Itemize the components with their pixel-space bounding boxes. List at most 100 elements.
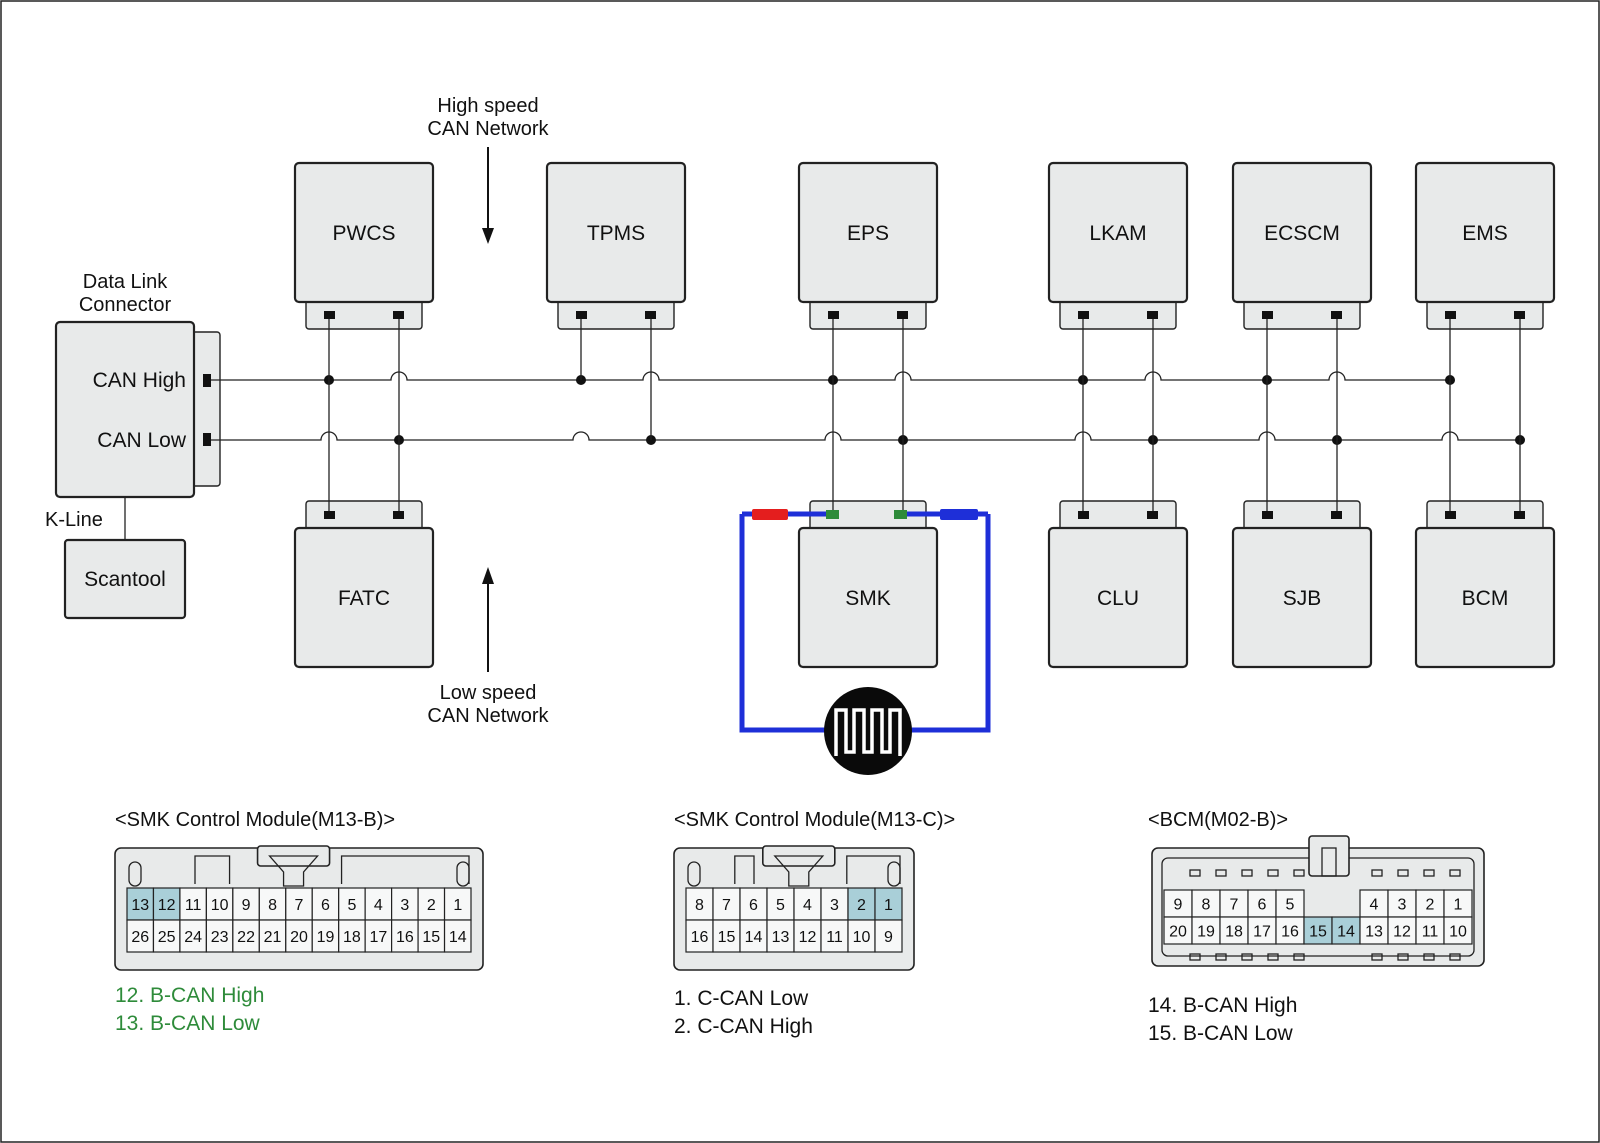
connector-pin-number: 12 xyxy=(158,897,176,914)
connector-pin-number: 14 xyxy=(745,929,763,946)
module-connector-tab xyxy=(1243,299,1361,330)
connector-terminal-top xyxy=(1293,869,1305,877)
module-connector-tab xyxy=(557,299,675,330)
connector-pin-number: 17 xyxy=(369,929,387,946)
connector-pin-number: 12 xyxy=(1393,924,1411,941)
connector-pin-number: 20 xyxy=(1169,924,1187,941)
connector-pin-number: 15 xyxy=(718,929,736,946)
connector-pin-cell xyxy=(391,919,419,953)
connector-terminal-top xyxy=(1423,869,1435,877)
low-speed-label-line-1: Low speed xyxy=(440,682,537,704)
dlc-title-line-1: Data Link xyxy=(83,271,168,293)
connector-legend-line: 13. B-CAN Low xyxy=(115,1012,261,1035)
module-ems: EMS xyxy=(1414,161,1556,440)
can-low-bus-line xyxy=(211,431,1521,441)
module-pin-high xyxy=(1078,311,1089,319)
connector-pin-number: 7 xyxy=(722,897,731,914)
connector-pin-number: 15 xyxy=(1309,924,1327,941)
module-connector-tab xyxy=(305,500,423,531)
connector-pin-number: 22 xyxy=(237,929,255,946)
connector-terminal-top xyxy=(1449,869,1461,877)
connector-pin-cell xyxy=(179,919,207,953)
connector-pin-number: 19 xyxy=(1197,924,1215,941)
connector-pin-cell xyxy=(232,887,260,921)
module-fatc: FATC xyxy=(293,380,435,669)
connector-terminal-top xyxy=(1215,869,1227,877)
scantool-label: Scantool xyxy=(84,568,166,591)
connector-pin-number: 16 xyxy=(396,929,414,946)
module-label: FATC xyxy=(338,587,390,610)
up-arrow-icon xyxy=(482,567,494,584)
module-pin-high xyxy=(324,511,335,519)
low-speed-can-label: Low speed CAN Network xyxy=(427,567,550,727)
module-pin-low xyxy=(1331,511,1342,519)
connector-legend-line: 15. B-CAN Low xyxy=(1148,1022,1294,1045)
connector-pin-number: 13 xyxy=(1365,924,1383,941)
module-pin-low xyxy=(393,311,404,319)
connector-pin-cell xyxy=(364,919,393,953)
connector-pin-number: 6 xyxy=(321,897,330,914)
module-pin-high xyxy=(1078,511,1089,519)
connector-terminal-bottom xyxy=(1215,953,1227,961)
module-label: SJB xyxy=(1283,587,1322,610)
dlc-title-line-2: Connector xyxy=(79,294,172,316)
connector-pin-number: 5 xyxy=(776,897,785,914)
data-link-connector: Data Link Connector CAN High CAN Low K-L… xyxy=(45,271,221,620)
module-label: SMK xyxy=(845,587,891,610)
probe-negative-clip xyxy=(940,509,978,520)
connector-pin-cell xyxy=(232,919,260,953)
module-label: PWCS xyxy=(333,222,396,245)
connector-pin-number: 11 xyxy=(185,897,202,914)
module-eps: EPS xyxy=(797,161,939,440)
connector-guide xyxy=(887,861,901,887)
module-bcm: BCM xyxy=(1414,380,1556,669)
connector-pin-cell xyxy=(1359,889,1389,918)
connector-pin-number: 5 xyxy=(1286,897,1295,914)
connector-title: <SMK Control Module(M13-B)> xyxy=(115,809,395,831)
connector-pin-number: 1 xyxy=(884,897,893,914)
connector-terminal-top xyxy=(1267,869,1279,877)
connector-pin-number: 13 xyxy=(131,897,149,914)
module-body xyxy=(1231,161,1373,304)
connector-pin-number: 1 xyxy=(453,897,462,914)
connector-pin-cell xyxy=(847,919,876,953)
connector-pin-cell xyxy=(1443,916,1473,945)
connector-pin-number: 14 xyxy=(449,929,467,946)
module-pin-high xyxy=(1445,511,1456,519)
connector-pin-number: 7 xyxy=(1230,897,1239,914)
connector-pin-number: 9 xyxy=(884,929,893,946)
connector-terminal-bottom xyxy=(1189,953,1201,961)
connector-terminal-bottom xyxy=(1449,953,1461,961)
module-pin-low xyxy=(897,311,908,319)
connector-latch-key xyxy=(268,855,319,887)
connector-pin-number: 8 xyxy=(1202,897,1211,914)
connector-terminal-bottom xyxy=(1293,953,1305,961)
module-pin-high xyxy=(1262,511,1273,519)
module-label: BCM xyxy=(1462,587,1509,610)
connector-terminal-top xyxy=(1189,869,1201,877)
connector-rib xyxy=(194,855,231,884)
module-sjb: SJB xyxy=(1231,380,1373,669)
module-pin-low xyxy=(393,511,404,519)
connector-pin-cell xyxy=(874,919,903,953)
connector-pin-number: 9 xyxy=(1174,897,1183,914)
connector-pin-cell xyxy=(205,919,234,953)
connector-pin-number: 25 xyxy=(158,929,176,946)
dlc-can-high-label: CAN High xyxy=(93,369,186,392)
connector-pin-number: 15 xyxy=(422,929,440,946)
module-label: ECSCM xyxy=(1264,222,1340,245)
connector-terminal-bottom xyxy=(1241,953,1253,961)
module-body xyxy=(293,526,435,669)
connector-pin-cell xyxy=(443,887,472,921)
connector-guide xyxy=(687,861,701,887)
scantool-box xyxy=(63,538,187,620)
connector-pin-number: 16 xyxy=(691,929,709,946)
square-wave-icon xyxy=(834,708,902,756)
connector-pin-number: 26 xyxy=(131,929,149,946)
connector-pin-cell xyxy=(179,887,207,921)
connector-pin-cell xyxy=(1443,889,1473,918)
module-pin-high xyxy=(1262,311,1273,319)
